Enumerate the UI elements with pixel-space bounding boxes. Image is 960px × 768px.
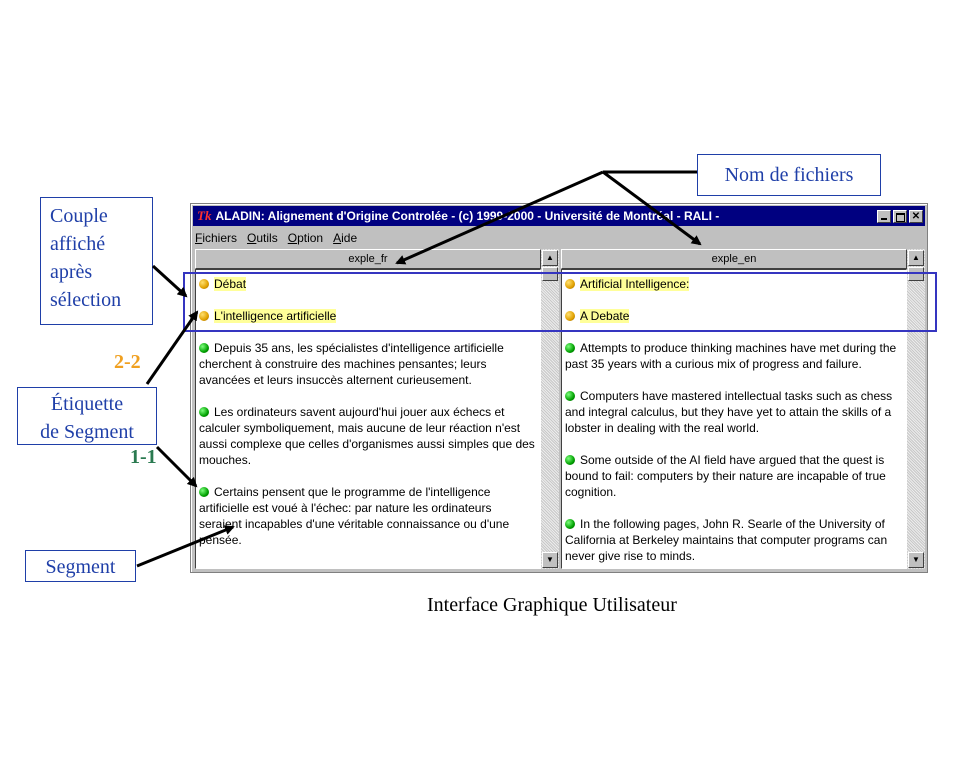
arrow-couple <box>151 264 188 298</box>
scroll-up-arrow-icon[interactable]: ▲ <box>542 250 558 266</box>
green-bullet-icon[interactable] <box>199 343 209 353</box>
text-area-left[interactable]: Débat L'intelligence artificielle Depuis… <box>195 269 541 569</box>
segment-item[interactable]: In the following pages, John R. Searle o… <box>565 516 903 564</box>
minimize-button[interactable] <box>877 209 891 223</box>
segment-text: In the following pages, John R. Searle o… <box>565 517 888 563</box>
menu-fichiers[interactable]: Fichiers <box>195 231 238 245</box>
maximize-button[interactable] <box>893 209 907 223</box>
orange-bullet-icon[interactable] <box>565 311 575 321</box>
orange-bullet-icon[interactable] <box>199 311 209 321</box>
orange-bullet-icon[interactable] <box>565 279 575 289</box>
segment-item[interactable]: Artificial Intelligence: <box>565 276 903 292</box>
segment-text: Certains pensent que le programme de l'i… <box>199 485 510 547</box>
scroll-thumb[interactable] <box>542 267 558 281</box>
label-2-2: 2-2 <box>114 351 141 373</box>
segment-item[interactable]: Certains pensent que le programme de l'i… <box>199 484 537 548</box>
arrow-etiquette-2-2 <box>145 310 199 385</box>
segment-item[interactable]: A Debate <box>565 308 903 324</box>
segment-text: A Debate <box>580 309 630 323</box>
segment-text: Les ordinateurs savent aujourd'hui jouer… <box>199 405 535 467</box>
segment-text: Artificial Intelligence: <box>580 277 690 291</box>
callout-segment: Segment <box>25 550 136 582</box>
green-bullet-icon[interactable] <box>565 391 575 401</box>
segment-text: Some outside of the AI field have argued… <box>565 453 886 499</box>
green-bullet-icon[interactable] <box>565 519 575 529</box>
arrow-etiquette-1-1 <box>155 445 198 488</box>
label-1-1: 1-1 <box>130 446 157 468</box>
callout-couple-line-1: Couple <box>50 205 108 227</box>
callout-segment-text: Segment <box>45 556 116 578</box>
segment-text: Attempts to produce thinking machines ha… <box>565 341 897 371</box>
arrow-nom-fichiers-left <box>395 170 604 265</box>
menubar: Fichiers Outils Option Aide <box>195 228 357 248</box>
window-titlebar[interactable]: Tk ALADIN: Alignement d'Origine Controlé… <box>193 206 925 226</box>
callout-nom-fichiers-text: Nom de fichiers <box>724 164 854 186</box>
window-title: ALADIN: Alignement d'Origine Controlée -… <box>215 209 720 223</box>
filename-header-right[interactable]: exple_en <box>561 249 907 269</box>
scroll-up-arrow-icon[interactable]: ▲ <box>908 250 924 266</box>
scrollbar-left[interactable]: ▲ ▼ <box>541 249 559 569</box>
window-controls: ✕ <box>877 209 923 223</box>
scroll-down-arrow-icon[interactable]: ▼ <box>908 552 924 568</box>
menu-outils[interactable]: Outils <box>247 231 278 245</box>
segment-item[interactable]: Computers have mastered intellectual tas… <box>565 388 903 436</box>
segment-text: L'intelligence artificielle <box>214 309 337 323</box>
text-area-right[interactable]: Artificial Intelligence: A Debate Attemp… <box>561 269 907 569</box>
segment-item[interactable]: Attempts to produce thinking machines ha… <box>565 340 903 372</box>
callout-etiquette-line-1: Étiquette <box>50 393 124 415</box>
arrow-nom-fichiers-right <box>602 170 702 246</box>
segment-item[interactable]: Some outside of the AI field have argued… <box>565 452 903 500</box>
green-bullet-icon[interactable] <box>565 455 575 465</box>
segment-text: Computers have mastered intellectual tas… <box>565 389 893 435</box>
menu-aide[interactable]: Aide <box>333 231 358 245</box>
orange-bullet-icon[interactable] <box>199 279 209 289</box>
segment-item[interactable]: L'intelligence artificielle <box>199 308 537 324</box>
green-bullet-icon[interactable] <box>199 487 209 497</box>
menu-option[interactable]: Option <box>287 231 324 245</box>
arrow-segment <box>136 525 235 568</box>
green-bullet-icon[interactable] <box>565 343 575 353</box>
green-bullet-icon[interactable] <box>199 407 209 417</box>
segment-item[interactable]: Débat <box>199 276 537 292</box>
pane-left: exple_fr Débat L'intelligence artificiel… <box>195 249 559 569</box>
scrollbar-right[interactable]: ▲ ▼ <box>907 249 925 569</box>
callout-etiquette-line-2: de Segment <box>40 421 134 443</box>
pane-right: exple_en Artificial Intelligence: A Deba… <box>561 249 925 569</box>
selected-couple-highlight <box>183 272 937 332</box>
close-button[interactable]: ✕ <box>909 209 923 223</box>
callout-couple-line-2: affiché <box>50 233 106 255</box>
segment-item[interactable]: Les ordinateurs savent aujourd'hui jouer… <box>199 404 537 468</box>
segment-text: Depuis 35 ans, les spécialistes d'intell… <box>199 341 504 387</box>
callout-couple-line-3: après <box>50 261 93 283</box>
filename-header-left[interactable]: exple_fr <box>195 249 541 269</box>
segment-text: Débat <box>214 277 247 291</box>
figure-caption: Interface Graphique Utilisateur <box>427 594 677 616</box>
scroll-thumb[interactable] <box>908 267 924 281</box>
scroll-down-arrow-icon[interactable]: ▼ <box>542 552 558 568</box>
segment-item[interactable]: Depuis 35 ans, les spécialistes d'intell… <box>199 340 537 388</box>
callout-couple-line-4: sélection <box>50 289 122 311</box>
callout-couple: Couple affiché après sélection <box>40 197 153 325</box>
aladin-window: Tk ALADIN: Alignement d'Origine Controlé… <box>190 203 928 573</box>
callout-etiquette: Étiquette de Segment <box>17 387 157 445</box>
tk-app-icon: Tk <box>197 208 212 223</box>
callout-nom-fichiers: Nom de fichiers <box>697 154 881 196</box>
